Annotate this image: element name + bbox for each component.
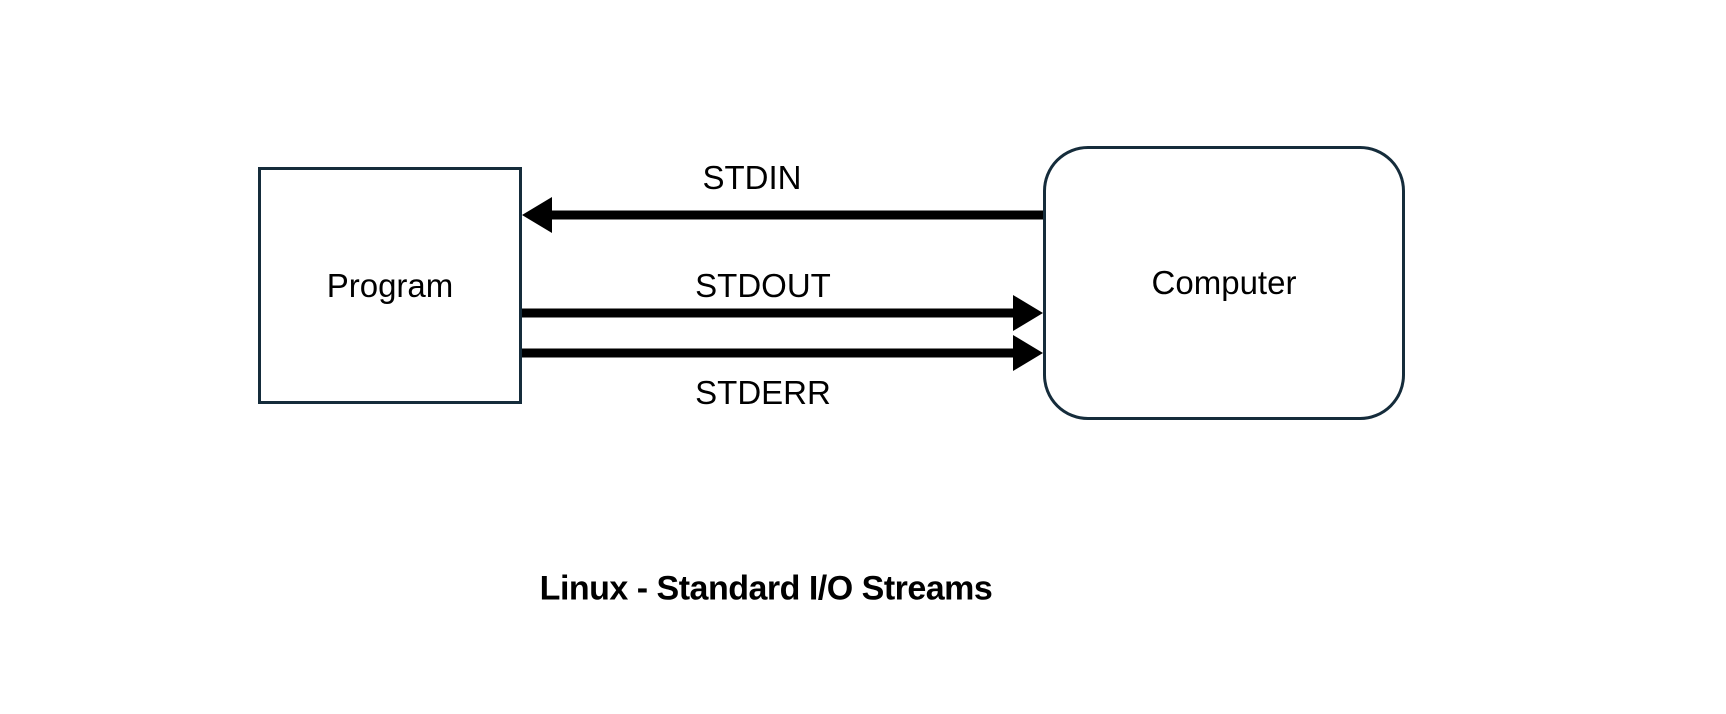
stdin-arrow (522, 197, 1043, 233)
stdin-label: STDIN (702, 159, 802, 196)
node-program: Program (258, 167, 522, 404)
node-computer-label: Computer (1151, 264, 1297, 301)
stderr-label: STDERR (695, 374, 831, 411)
diagram-title: Linux - Standard I/O Streams (539, 569, 993, 608)
stderr-arrow (522, 335, 1043, 371)
node-computer: Computer (1043, 146, 1405, 420)
stdout-label: STDOUT (695, 267, 831, 304)
node-program-label: Program (326, 266, 454, 304)
